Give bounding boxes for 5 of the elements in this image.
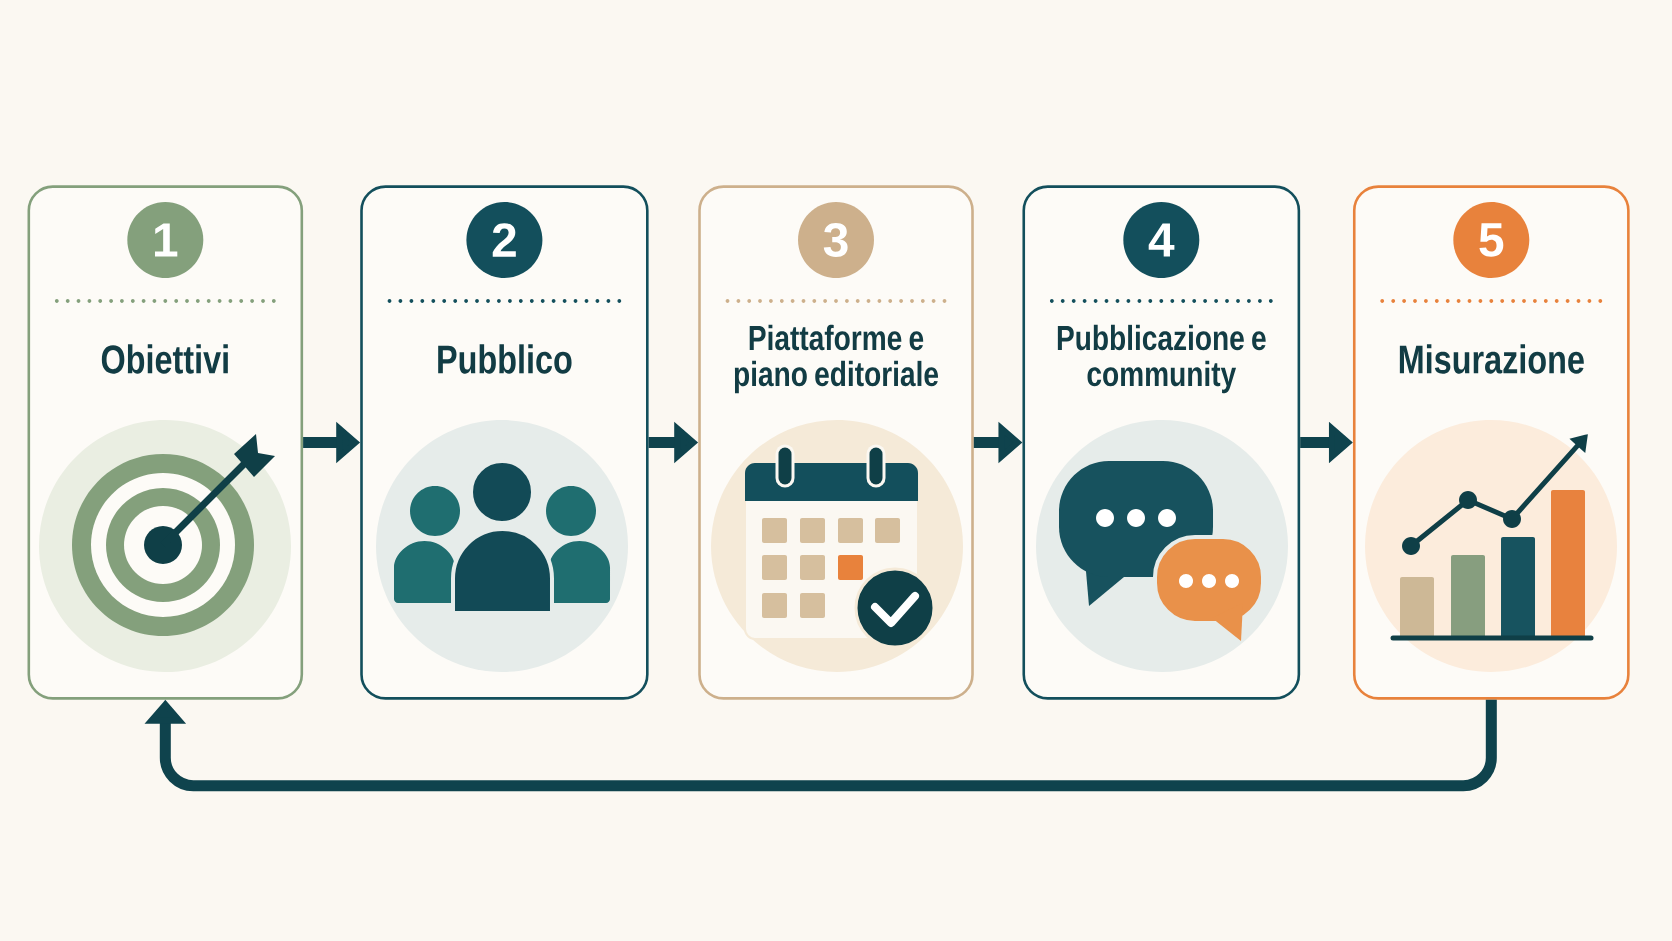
number-badge: 2 bbox=[466, 202, 543, 278]
number-badge: 4 bbox=[1123, 202, 1200, 278]
number-badge: 1 bbox=[127, 202, 204, 278]
number-badge: 5 bbox=[1453, 202, 1530, 278]
number-badge: 3 bbox=[798, 202, 874, 278]
